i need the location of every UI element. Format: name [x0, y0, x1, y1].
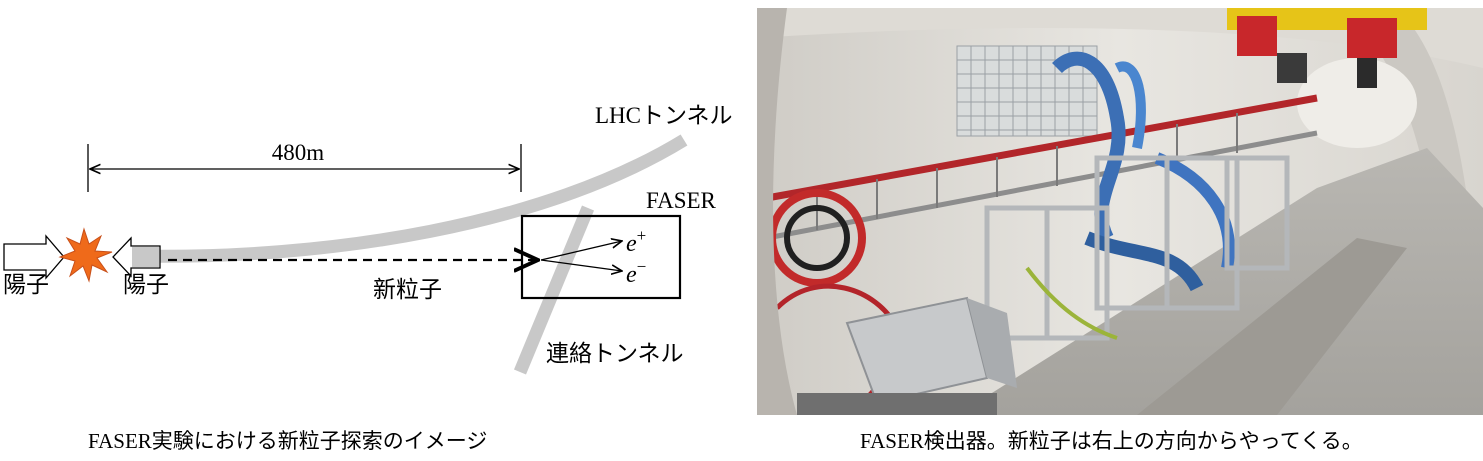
- collision-star: [58, 227, 113, 283]
- electron-minus-label: e−: [626, 257, 646, 288]
- lhc-tunnel-label: LHCトンネル: [595, 103, 733, 128]
- faser-label: FASER: [646, 188, 717, 213]
- faser-detector-photo: [757, 8, 1483, 415]
- faser-diagram: 480m e+ e− LHCトンネル FASER 陽子 陽子 新粒子 連絡トンネ…: [3, 103, 733, 375]
- proton-left-arrow: [3, 234, 65, 280]
- faser-detector-box: [520, 214, 682, 300]
- caption-right: FASER検出器。新粒子は右上の方向からやってくる。: [860, 429, 1363, 453]
- electron-plus-label: e+: [626, 226, 646, 257]
- electron-minus-track: [540, 259, 622, 271]
- caption-left: FASER実験における新粒子探索のイメージ: [88, 429, 488, 453]
- distance-label: 480m: [272, 140, 325, 165]
- proton-right-arrow-fill: [132, 247, 159, 267]
- proton-right-label: 陽子: [123, 272, 169, 298]
- connecting-tunnel: [513, 205, 595, 375]
- new-particle-label: 新粒子: [373, 277, 442, 303]
- lhc-tunnel: [131, 134, 688, 263]
- electron-plus-track: [540, 241, 622, 261]
- connecting-tunnel-label: 連絡トンネル: [546, 341, 684, 367]
- proton-left-label: 陽子: [3, 272, 49, 298]
